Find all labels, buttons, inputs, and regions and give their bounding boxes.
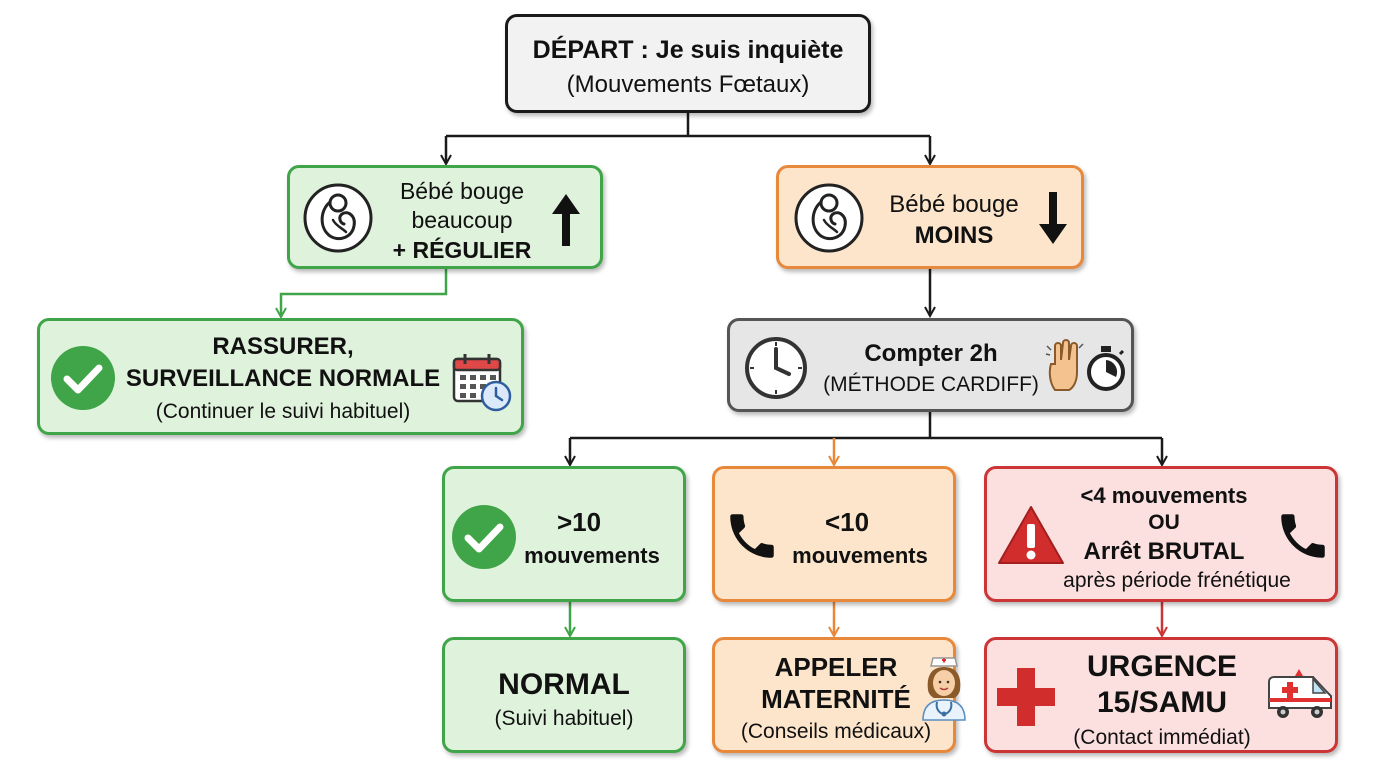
reassure-line2: SURVEILLANCE NORMALE <box>125 365 441 392</box>
hand-icon <box>1045 339 1084 391</box>
call-line2: MATERNITÉ <box>761 684 911 714</box>
clock-icon <box>745 337 807 399</box>
start-title: DÉPART : Je suis inquiète <box>532 36 844 64</box>
more-movement-box: Bébé bouge beaucoup + RÉGULIER <box>287 165 603 269</box>
count-line1: Compter 2h <box>864 340 998 367</box>
urgent-line2: 15/SAMU <box>1096 686 1228 719</box>
less-movement-box: Bébé bouge MOINS <box>776 165 1084 269</box>
urgent-box: URGENCE 15/SAMU (Contact immédiat) <box>984 637 1338 753</box>
reassure-line1: RASSURER, <box>212 333 354 360</box>
arrow-to-reassure <box>281 268 448 317</box>
medical-cross-icon <box>997 668 1055 726</box>
fetus-icon <box>303 183 373 253</box>
normal-line1: NORMAL <box>498 668 630 701</box>
normal-box: NORMAL (Suivi habituel) <box>442 637 686 753</box>
urgent-line3: (Contact immédiat) <box>1073 726 1251 749</box>
connector-count <box>570 411 1162 440</box>
under10-line2: mouvements <box>792 543 928 568</box>
normal-line2: (Suivi habituel) <box>494 707 634 730</box>
fetus-icon <box>794 183 864 253</box>
check-icon <box>452 505 516 569</box>
start-subtitle: (Mouvements Fœtaux) <box>566 71 810 98</box>
phone-icon <box>730 514 774 558</box>
start-box: DÉPART : Je suis inquiète (Mouvements Fœ… <box>505 14 871 113</box>
under4-line4: après période frénétique <box>1063 569 1291 592</box>
ambulance-icon <box>1268 669 1332 718</box>
under4-line3: Arrêt BRUTAL <box>1083 538 1245 565</box>
less-line1: Bébé bouge <box>889 191 1019 218</box>
more-line3: + RÉGULIER <box>392 237 532 263</box>
more-line1: Bébé bouge <box>399 178 525 204</box>
reassure-box: RASSURER, SURVEILLANCE NORMALE (Continue… <box>37 318 524 435</box>
reassure-line3: (Continuer le suivi habituel) <box>155 400 411 423</box>
under10-box: <10 mouvements <box>712 466 956 602</box>
stopwatch-icon <box>1087 346 1125 391</box>
call-line3: (Conseils médicaux) <box>740 720 932 743</box>
call-box: APPELER MATERNITÉ (Conseils médicaux) <box>712 637 966 753</box>
under4-box: <4 mouvements OU Arrêt BRUTAL après péri… <box>984 466 1338 602</box>
calendar-icon <box>452 354 512 412</box>
warning-icon <box>998 506 1064 564</box>
over10-line2: mouvements <box>524 543 660 568</box>
nurse-icon <box>922 657 966 721</box>
under10-line1: <10 <box>824 507 870 537</box>
under4-line2: OU <box>1148 511 1180 534</box>
connector-start <box>446 112 930 138</box>
call-line1: APPELER <box>774 652 898 682</box>
less-line2: MOINS <box>914 222 994 249</box>
urgent-line1: URGENCE <box>1086 650 1238 683</box>
count-line2: (MÉTHODE CARDIFF) <box>823 373 1039 396</box>
over10-line1: >10 <box>556 507 602 537</box>
count-box: Compter 2h (MÉTHODE CARDIFF) <box>727 318 1134 412</box>
arrow-down-icon <box>1039 192 1067 244</box>
check-icon <box>51 346 115 410</box>
phone-icon <box>1281 514 1325 558</box>
more-line2: beaucoup <box>411 207 513 233</box>
under4-line1: <4 mouvements <box>1080 483 1248 508</box>
arrow-up-icon <box>552 194 580 246</box>
over10-box: >10 mouvements <box>442 466 686 602</box>
